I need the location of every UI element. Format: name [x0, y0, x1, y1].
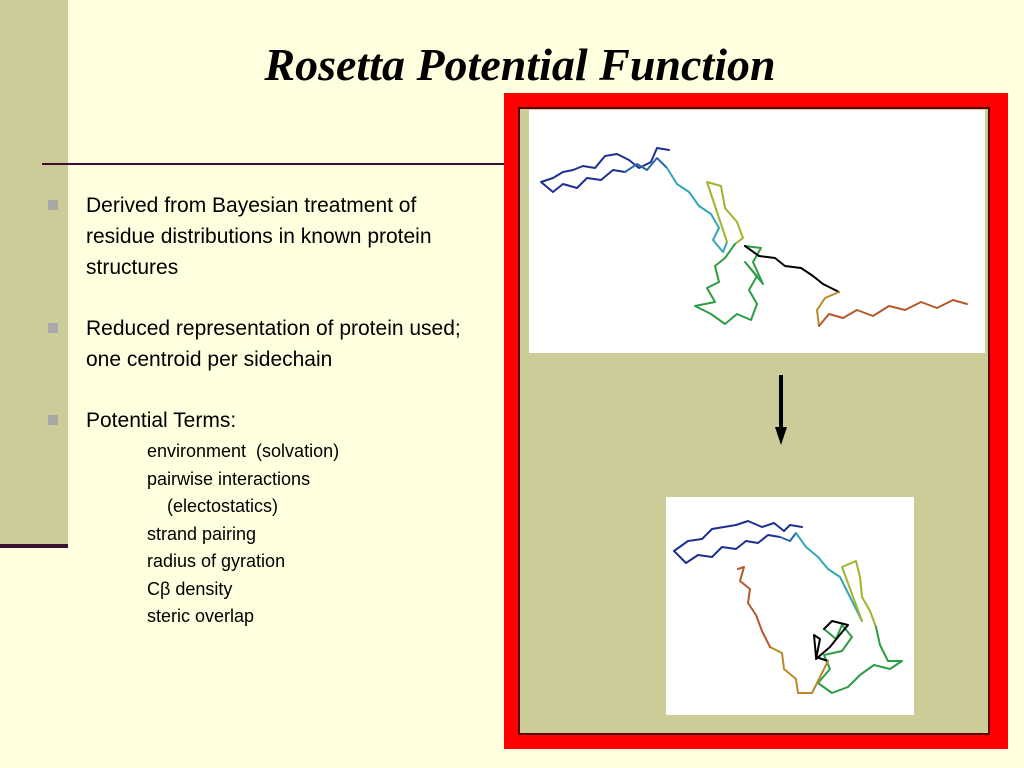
chain-segment-navy: [673, 520, 803, 564]
chain-segment-olive: [706, 181, 744, 245]
title-divider: [42, 163, 504, 165]
chain-segment-gold: [769, 646, 829, 694]
bullet-item: Potential Terms:: [44, 405, 484, 436]
potential-term: strand pairing: [147, 523, 257, 544]
potential-term: radius of gyration: [147, 551, 286, 571]
folded-structure-image: [666, 497, 914, 715]
chain-segment-rust: [737, 566, 771, 648]
chain-segment-blue: [624, 157, 668, 173]
bullet-square-icon: [48, 415, 58, 425]
chain-segment-green: [694, 243, 764, 325]
chain-segment-olive: [841, 560, 877, 628]
bullet-text: Reduced representation of protein used; …: [86, 317, 461, 371]
bullet-list: Derived from Bayesian treatment of resid…: [44, 190, 484, 631]
slide-title: Rosetta Potential Function: [264, 39, 776, 90]
bullet-square-icon: [48, 323, 58, 333]
left-band-rule: [0, 544, 68, 548]
bullet-square-icon: [48, 200, 58, 210]
extended-chain-image: [529, 110, 985, 353]
potential-terms-list: environment (solvation) pairwise interac…: [147, 438, 484, 631]
down-arrow-icon: [775, 375, 787, 445]
bullet-item: Derived from Bayesian treatment of resid…: [44, 190, 484, 283]
potential-term: environment (solvation): [147, 441, 340, 461]
chain-segment-black: [744, 245, 840, 293]
bullet-text: Derived from Bayesian treatment of resid…: [86, 194, 432, 279]
potential-term: pairwise interactions: [147, 468, 311, 489]
chain-segment-blue: [779, 532, 797, 542]
chain-segment-black: [813, 620, 849, 662]
potential-term: (electostatics): [147, 496, 279, 516]
chain-segment-teal: [666, 167, 728, 253]
potential-term: steric overlap: [147, 606, 255, 626]
chain-segment-rust: [818, 299, 968, 327]
chain-segment-teal: [795, 532, 863, 622]
chain-segment-navy: [540, 147, 670, 193]
bullet-text: Potential Terms:: [86, 409, 237, 432]
chain-segment-gold: [816, 291, 840, 327]
chain-segment-green: [817, 624, 903, 694]
potential-term: Cβ density: [147, 578, 233, 599]
left-decor-band: [0, 0, 68, 548]
bullet-item: Reduced representation of protein used; …: [44, 313, 484, 375]
